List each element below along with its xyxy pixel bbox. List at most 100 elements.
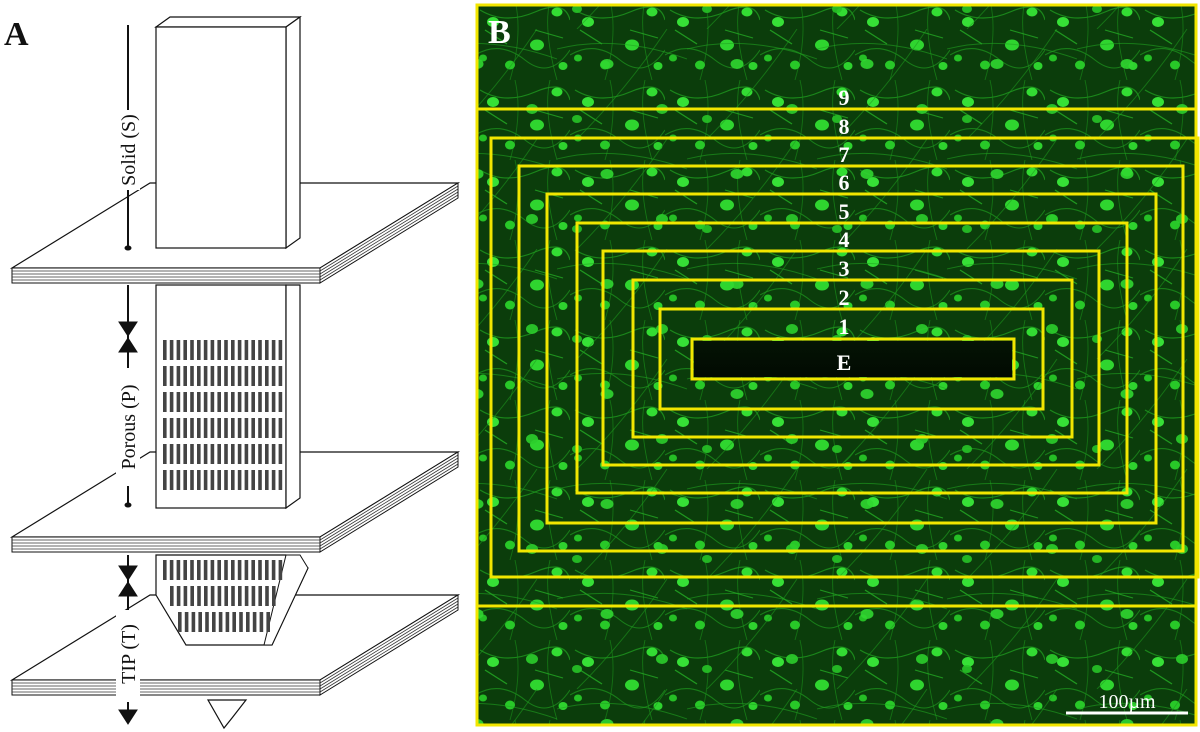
pore-slot	[231, 444, 235, 464]
tip-slots	[163, 560, 283, 632]
pore-slot	[237, 418, 242, 438]
pore-slot	[183, 366, 187, 386]
tip-slot	[204, 586, 208, 606]
pore-slot	[169, 340, 174, 360]
tip-slot	[252, 612, 257, 632]
pore-slot	[224, 470, 228, 490]
pore-slot	[197, 444, 201, 464]
pore-slot	[190, 366, 194, 386]
pore-slot	[231, 418, 235, 438]
pore-slot	[197, 366, 201, 386]
ring-label-7: 7	[839, 142, 850, 167]
tip-slot	[218, 612, 223, 632]
tip-slot	[198, 612, 202, 632]
pore-slot	[251, 470, 255, 490]
ring-box-3	[601, 249, 1101, 467]
pore-slot	[163, 418, 167, 438]
ring-label-8: 8	[839, 114, 850, 139]
pore-slot	[258, 470, 262, 490]
pore-slot	[183, 418, 187, 438]
tip-slot	[217, 586, 222, 606]
pore-slot	[258, 392, 262, 412]
pore-slot	[190, 470, 194, 490]
pore-slot	[224, 444, 228, 464]
ring-label-2: 2	[839, 285, 850, 310]
pore-slot	[169, 418, 174, 438]
ring-box-4	[575, 221, 1129, 495]
pore-slot	[258, 418, 262, 438]
tip-slot	[212, 612, 216, 632]
tip-slot	[278, 560, 283, 580]
pore-slot	[169, 444, 174, 464]
ring-box-7	[489, 136, 1200, 579]
tip-slot	[251, 560, 255, 580]
tip-slot	[183, 586, 188, 606]
porous-slots	[163, 340, 283, 490]
pore-slot	[203, 470, 208, 490]
tip-slot	[224, 586, 228, 606]
pore-slot	[197, 470, 201, 490]
pore-slot	[265, 392, 269, 412]
segment-label-solid: Solid (S)	[116, 110, 140, 190]
porous-label: Porous (P)	[118, 384, 140, 469]
porous-block	[155, 284, 301, 510]
pore-slot	[210, 470, 215, 490]
pore-slot	[190, 340, 194, 360]
pore-slot	[197, 418, 201, 438]
tip-slot	[258, 560, 262, 580]
pore-slot	[265, 366, 269, 386]
ring-label-1: 1	[839, 314, 850, 339]
pore-slot	[224, 366, 228, 386]
tip-slot	[271, 560, 276, 580]
pore-slot	[183, 444, 187, 464]
tip-slot	[217, 560, 221, 580]
pore-slot	[265, 470, 269, 490]
pore-slot	[231, 366, 235, 386]
panel-b-letter: B	[488, 14, 511, 51]
ring-boxes	[489, 136, 1200, 579]
pore-slot	[278, 340, 283, 360]
ring-label-9: 9	[839, 85, 850, 110]
tip-slot	[237, 560, 242, 580]
tip-slot	[197, 560, 201, 580]
pore-slot	[169, 392, 174, 412]
pore-slot	[169, 366, 174, 386]
pore-slot	[190, 444, 194, 464]
tip-slot	[224, 560, 228, 580]
pore-slot	[278, 392, 283, 412]
pore-slot	[258, 340, 262, 360]
electrode-void	[694, 341, 1012, 377]
pore-slot	[190, 418, 194, 438]
pore-slot	[237, 392, 242, 412]
pore-slot	[163, 392, 167, 412]
tip-slot	[238, 586, 242, 606]
tip-slot	[258, 586, 262, 606]
tip-slot	[246, 612, 250, 632]
pore-slot	[271, 340, 276, 360]
pore-slot	[244, 444, 249, 464]
pore-slot	[203, 340, 208, 360]
pore-slot	[224, 392, 228, 412]
pore-slot	[224, 418, 228, 438]
panel-a: A	[4, 15, 461, 730]
ring-label-5: 5	[839, 199, 850, 224]
pore-slot	[251, 444, 255, 464]
pore-slot	[217, 418, 221, 438]
ring-box-5	[545, 192, 1158, 525]
pore-slot	[217, 470, 221, 490]
pore-slot	[278, 444, 283, 464]
pore-slot	[258, 366, 262, 386]
pore-slot	[197, 340, 201, 360]
pore-slot	[210, 340, 215, 360]
tip-slot	[265, 560, 269, 580]
pore-slot	[203, 444, 208, 464]
tip-slot	[170, 586, 174, 606]
tip-slot	[251, 586, 256, 606]
tip-slot	[244, 560, 249, 580]
scale-bar-label: 100µm	[1098, 691, 1156, 713]
ring-label-3: 3	[839, 256, 850, 281]
tip-slot	[190, 586, 194, 606]
tip-slot	[197, 586, 201, 606]
